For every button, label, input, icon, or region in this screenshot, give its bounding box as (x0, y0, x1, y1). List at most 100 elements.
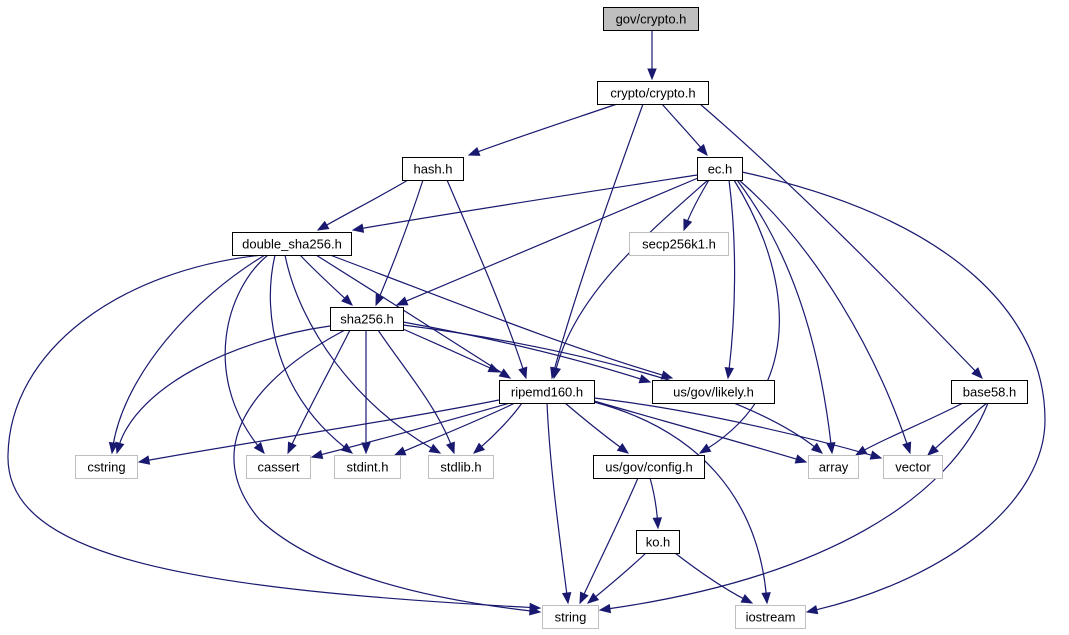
node-label: double_sha256.h (242, 237, 342, 252)
edge-line (736, 179, 833, 454)
edge-line (402, 321, 651, 383)
node-iostream[interactable]: iostream (735, 605, 806, 629)
node-cassert[interactable]: cassert (246, 455, 311, 479)
edge-arrowhead (341, 294, 353, 306)
edge-sha256-to-cassert (287, 329, 351, 455)
edge-sha256-to-string (233, 329, 542, 616)
edge-arrowhead (351, 223, 365, 233)
edge-ko-to-iostream (674, 552, 754, 604)
edge-arrowhead (551, 366, 562, 380)
node-string[interactable]: string (542, 605, 599, 629)
edge-arrowhead (698, 443, 712, 454)
edge-line (284, 254, 441, 454)
edge-line (352, 174, 698, 231)
node-cstring[interactable]: cstring (75, 455, 138, 479)
edge-base58-to-array (854, 402, 964, 456)
edge-sha256-to-ripemd160 (402, 328, 501, 373)
edge-line (233, 329, 541, 613)
edge-arrowhead (616, 442, 630, 454)
node-label: cassert (258, 460, 300, 475)
edge-line (649, 477, 659, 529)
edge-line (593, 400, 807, 463)
node-crypto-crypto[interactable]: crypto/crypto.h (597, 81, 709, 105)
node-base58[interactable]: base58.h (951, 380, 1028, 404)
edge-arrowhead (696, 143, 708, 157)
edge-line (329, 254, 673, 379)
edge-ec-to-iostream (741, 171, 1046, 615)
node-label: us/gov/config.h (605, 460, 692, 475)
edge-line (116, 325, 331, 454)
node-vector[interactable]: vector (883, 455, 943, 479)
node-label: ko.h (646, 535, 671, 550)
edge-arrowhead (498, 368, 512, 379)
node-box (75, 455, 138, 479)
edge-arrowhead (428, 443, 442, 454)
edge-arrowhead (472, 442, 486, 454)
edge-arrowhead (395, 296, 409, 306)
edge-sha256-to-cstring (115, 325, 331, 455)
node-label: us/gov/likely.h (673, 385, 754, 400)
node-stdint[interactable]: stdint.h (334, 455, 401, 479)
edge-crypto_crypto-to-hash (467, 103, 618, 156)
edge-arrowhead (724, 366, 734, 380)
edge-ec-to-vector (738, 179, 912, 455)
edge-double_sha256-to-sha256 (299, 254, 353, 306)
node-ko[interactable]: ko.h (636, 530, 680, 554)
edge-line (402, 328, 500, 373)
edge-line (741, 171, 1046, 613)
node-label: string (555, 610, 587, 625)
node-hash[interactable]: hash.h (402, 157, 464, 181)
nodes-layer: gov/crypto.h crypto/crypto.h hash.h ec.h dou… (75, 7, 1028, 629)
edge-crypto_crypto-to-ec (661, 103, 708, 157)
node-gov-crypto[interactable]: gov/crypto.h (603, 7, 699, 31)
edge-arrowhead (647, 68, 657, 81)
edge-line (564, 402, 629, 454)
edge-arrowhead (869, 450, 883, 460)
node-label: secp256k1.h (642, 237, 716, 252)
edge-arrowhead (586, 592, 600, 604)
node-box (597, 81, 709, 105)
edge-line (727, 179, 736, 379)
edge-line (599, 402, 989, 611)
node-secp256k1[interactable]: secp256k1.h (629, 232, 729, 256)
node-box (697, 157, 743, 181)
node-box (334, 455, 401, 479)
edge-line (661, 103, 708, 156)
edge-hash-to-sha256 (375, 179, 424, 307)
edge-ec-to-config (698, 179, 780, 454)
node-sha256[interactable]: sha256.h (330, 307, 404, 331)
edge-ripemd160-to-array (593, 400, 808, 464)
edge-line (593, 397, 882, 459)
edge-base58-to-vector (926, 402, 988, 456)
node-label: stdint.h (347, 460, 389, 475)
edge-arrowhead (740, 594, 754, 604)
edge-arrowhead (902, 441, 912, 455)
node-double-sha256[interactable]: double_sha256.h (232, 232, 352, 256)
edge-line (927, 402, 988, 456)
edge-line (699, 103, 983, 379)
edge-line (593, 401, 768, 604)
node-label: iostream (746, 610, 796, 625)
node-array[interactable]: array (808, 455, 859, 479)
edge-ec-to-array (736, 179, 836, 455)
edge-double_sha256-to-likely (329, 254, 674, 380)
edge-arrowhead (683, 218, 693, 232)
edge-double_sha256-to-cstring (108, 254, 266, 455)
edge-arrowhead (926, 444, 939, 456)
edge-ripemd160-to-cstring (137, 399, 500, 465)
edge-gov_crypto-to-crypto_crypto (647, 30, 657, 81)
node-stdlib[interactable]: stdlib.h (428, 455, 494, 479)
node-config[interactable]: us/gov/config.h (593, 455, 705, 479)
node-likely[interactable]: us/gov/likely.h (652, 380, 775, 404)
node-box (808, 455, 859, 479)
edge-arrowhead (805, 605, 819, 615)
edge-arrowhead (487, 363, 501, 373)
node-label: sha256.h (340, 312, 394, 327)
edge-config-to-ko (649, 477, 663, 530)
node-ec[interactable]: ec.h (697, 157, 743, 181)
node-label: crypto/crypto.h (610, 86, 695, 101)
edge-line (546, 402, 569, 604)
node-ripemd160[interactable]: ripemd160.h (499, 380, 595, 404)
edge-arrowhead (137, 455, 151, 465)
edge-ec-to-likely (724, 179, 736, 380)
